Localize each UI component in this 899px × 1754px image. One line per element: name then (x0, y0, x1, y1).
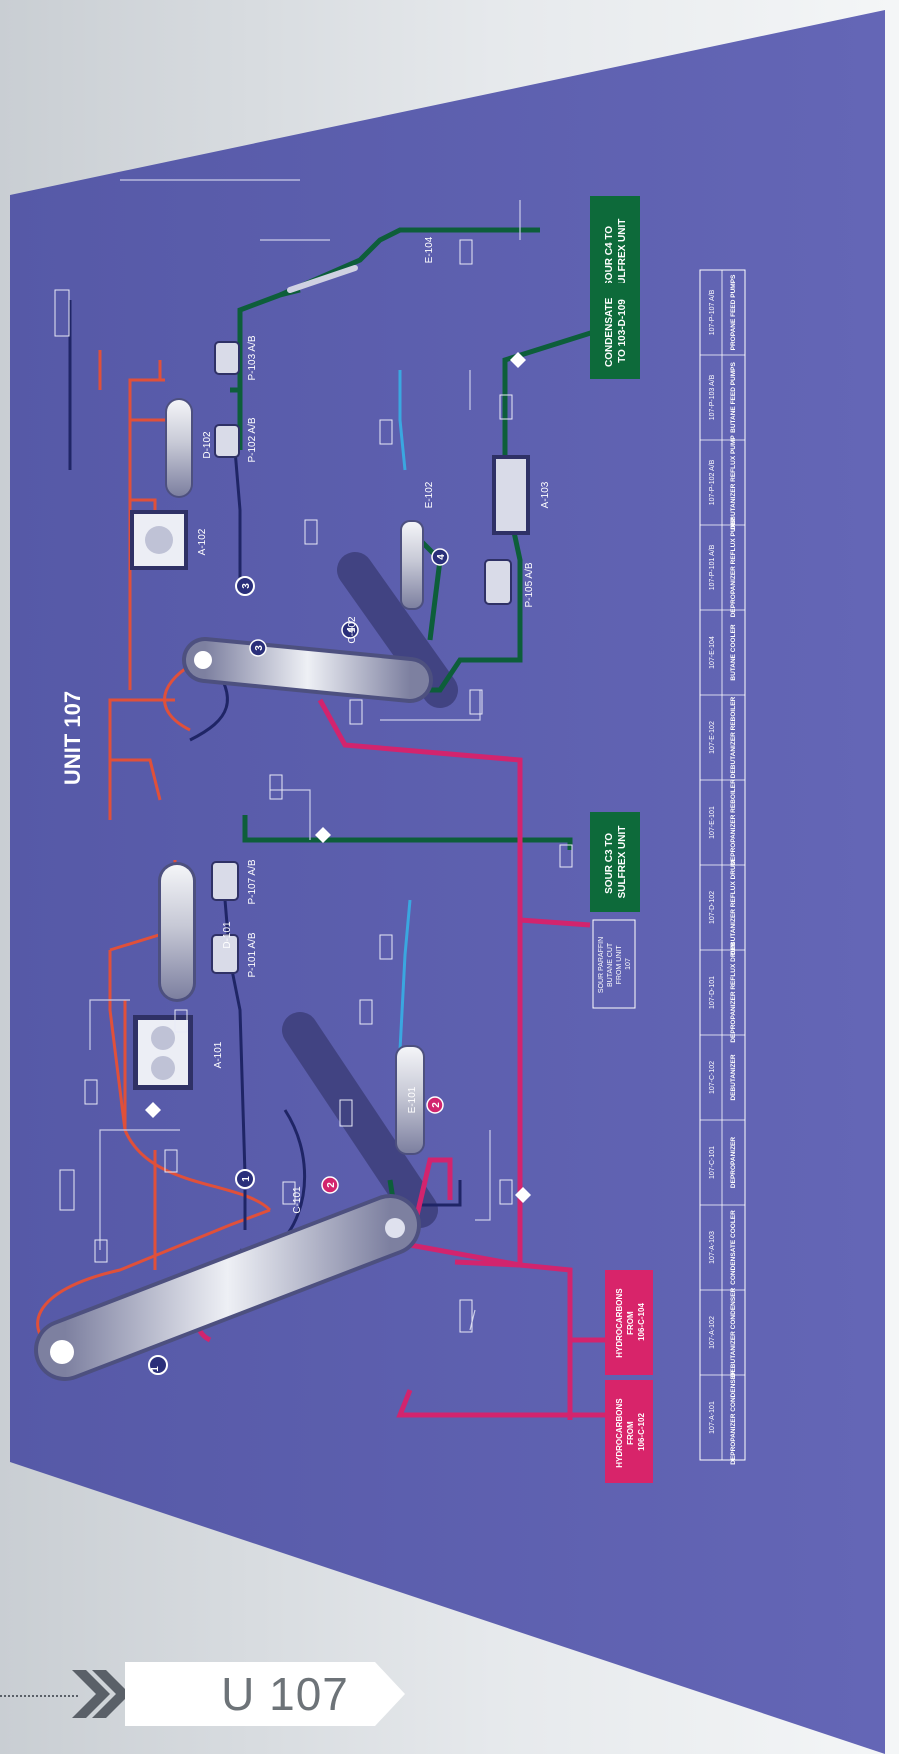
legend-code: 107-C-102 (709, 1061, 716, 1094)
sour-butane-line1: SOUR PARAFFIN (598, 937, 605, 993)
label-c102: C-102 (347, 616, 358, 644)
column-c102 (194, 651, 410, 680)
hydro-104-line2: FROM (626, 1311, 635, 1335)
marker-1b-label: 1 (241, 1176, 252, 1182)
label-e101: E-101 (407, 1086, 418, 1113)
marker-3b-label: 3 (254, 645, 265, 651)
unit-title: UNIT 107 (60, 691, 85, 785)
marker-2b-label: 2 (431, 1102, 442, 1108)
sour-c4-line2: SULFREX UNIT (617, 219, 628, 292)
legend-description: DEBUTANIZER CONDENSER (730, 1287, 737, 1377)
condensate-line2: TO 103-D-109 (617, 299, 628, 363)
marker-4b-label: 4 (436, 554, 447, 560)
label-p102: P-102 A/B (247, 417, 258, 462)
air-cooler-a103 (492, 455, 530, 535)
chevron-double-right-icon (70, 1668, 130, 1720)
legend-description: DEBUTANIZER REFLUX DRUM (730, 860, 737, 955)
label-a101: A-101 (213, 1041, 224, 1068)
hydro-102-line1: HYDROCARBONS (615, 1398, 624, 1468)
legend-description: DEPROPANIZER (730, 1137, 737, 1188)
legend-code: 107-P-102 A/B (709, 459, 716, 505)
marker-1-label: 1 (150, 1366, 161, 1372)
hydro-104-line3: 106-C-104 (637, 1303, 646, 1341)
legend-code: 107-E-102 (709, 721, 716, 754)
legend-code: 107-C-101 (709, 1146, 716, 1179)
legend-code: 107-D-102 (709, 891, 716, 924)
legend-code: 107-E-104 (709, 636, 716, 669)
stream-box-hydrocarbons-102: HYDROCARBONS FROM 106-C-102 (605, 1380, 653, 1483)
sour-butane-line4: 107 (625, 958, 632, 970)
drum-d101 (158, 862, 196, 1002)
legend-code: 107-E-101 (709, 806, 716, 839)
exchanger-e102 (400, 520, 424, 610)
legend-description: DEBUTANIZER REBOILER (730, 696, 737, 778)
label-e104: E-104 (424, 236, 435, 263)
label-a103: A-103 (540, 481, 551, 508)
sour-butane-line3: FROM UNIT (616, 945, 623, 985)
condensate-line1: CONDENSATE (604, 297, 615, 367)
stream-box-condensate: CONDENSATE TO 103-D-109 (590, 283, 640, 379)
label-p105: P-105 A/B (524, 562, 535, 607)
stream-box-sour-c3: SOUR C3 TO SULFREX UNIT (590, 812, 640, 912)
label-d101: D-101 (222, 921, 233, 949)
hydro-102-line3: 106-C-102 (637, 1413, 646, 1451)
legend-code: 107-P-101 A/B (709, 544, 716, 590)
air-cooler-a102 (130, 510, 188, 570)
legend-description: DEPROPANIZER REBOILER (730, 779, 737, 866)
stream-box-hydrocarbons-104: HYDROCARBONS FROM 106-C-104 (605, 1270, 653, 1375)
sour-butane-line2: BUTANE CUT (607, 942, 614, 987)
legend-description: CONDENSATE COOLER (730, 1210, 737, 1285)
sour-c3-line2: SULFREX UNIT (617, 826, 628, 899)
legend-code: 107-A-103 (709, 1231, 716, 1264)
legend-code: 107-P-103 A/B (709, 374, 716, 420)
legend-description: DEBUTANIZER (730, 1054, 737, 1100)
legend-code: 107-P-107 A/B (709, 289, 716, 335)
legend-code: 107-A-101 (709, 1401, 716, 1434)
footer-dotted-line (0, 1695, 78, 1697)
legend-description: DEPROPANIZER CONDENSER (730, 1370, 737, 1465)
label-p107: P-107 A/B (247, 859, 258, 904)
legend-code: 107-D-101 (709, 976, 716, 1009)
unit-tag-label: U 107 (181, 1667, 349, 1721)
label-d102: D-102 (202, 431, 213, 459)
label-a102: A-102 (197, 528, 208, 555)
legend-code: 107-A-102 (709, 1316, 716, 1349)
drum-d102 (165, 398, 193, 498)
unit-tag: U 107 (125, 1662, 405, 1726)
marker-2-label: 2 (326, 1182, 337, 1188)
sour-c4-line1: SOUR C4 TO (604, 226, 615, 287)
legend-description: DEBUTANIZER REFLUX PUMP (730, 435, 737, 530)
hydro-102-line2: FROM (626, 1421, 635, 1445)
hydro-104-line1: HYDROCARBONS (615, 1288, 624, 1358)
legend-description: PROPANE FEED PUMPS (730, 274, 737, 350)
legend-description: DEPROPANIZER REFLUX DRUM (730, 942, 737, 1042)
air-cooler-a101 (133, 1015, 193, 1090)
label-c101: C-101 (292, 1186, 303, 1214)
sour-c3-line1: SOUR C3 TO (604, 833, 615, 894)
marker-3-label: 3 (241, 583, 252, 589)
label-p101: P-101 A/B (247, 932, 258, 977)
board-panel (10, 10, 885, 1754)
label-e102: E-102 (424, 481, 435, 508)
label-p103: P-103 A/B (247, 335, 258, 380)
legend-description: DEPROPANIZER REFLUX PUMP (730, 517, 737, 617)
legend-description: BUTANE COOLER (730, 624, 737, 681)
legend-description: BUTANE FEED PUMPS (730, 362, 737, 433)
